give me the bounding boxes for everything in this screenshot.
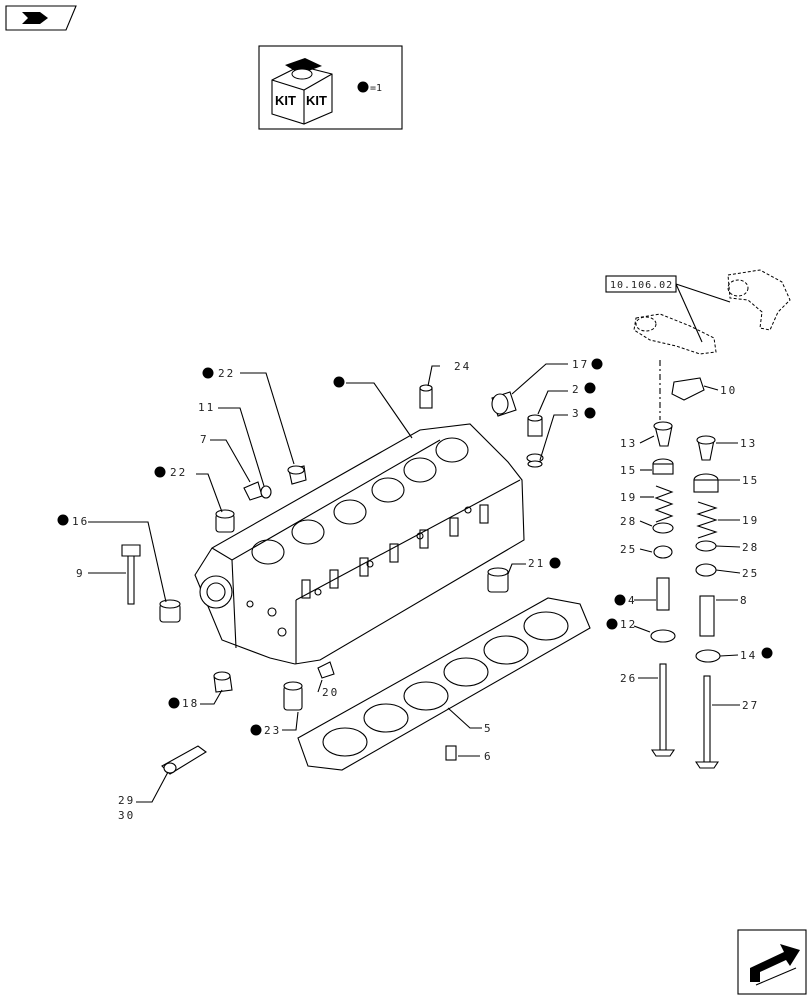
callout-19-right[interactable]: 19 [742,514,759,527]
callout-22a[interactable]: 22 [218,367,235,380]
callout-3[interactable]: 3 [572,407,581,420]
callout-15-left[interactable]: 15 [620,464,637,477]
rocker-arm-assembly [633,269,791,355]
kit-equals: =1 [370,83,382,94]
callout-25-right[interactable]: 25 [742,567,759,580]
callout-8[interactable]: 8 [740,594,749,607]
callout-9[interactable]: 9 [76,567,85,580]
leader-lines [88,363,741,803]
callout-27[interactable]: 27 [742,699,759,712]
callout-30[interactable]: 30 [118,809,135,822]
callout-13-left[interactable]: 13 [620,437,637,450]
callout-15-right[interactable]: 15 [742,474,759,487]
callout-18[interactable]: 18 [182,697,199,710]
forward-nav-icon[interactable] [737,929,807,995]
kit-legend: KIT KIT =1 [258,45,403,130]
callout-26[interactable]: 26 [620,672,637,685]
kit-dot-icon [357,81,369,93]
callout-11[interactable]: 11 [198,401,215,414]
head-gasket [297,597,591,771]
callout-7[interactable]: 7 [200,433,209,446]
kit-label-right: KIT [306,93,327,108]
cylinder-head [194,423,525,665]
callout-10[interactable]: 10 [720,384,737,397]
callout-2[interactable]: 2 [572,383,581,396]
callout-4[interactable]: 4 [628,594,637,607]
callout-6[interactable]: 6 [484,750,493,763]
callout-28-left[interactable]: 28 [620,515,637,528]
valve-train-parts [650,377,721,769]
ref-box[interactable]: 10.106.02 [605,275,677,293]
ref-box-label: 10.106.02 [610,280,673,291]
small-parts [121,384,544,775]
callout-12[interactable]: 12 [620,618,637,631]
callout-5[interactable]: 5 [484,722,493,735]
callout-23[interactable]: 23 [264,724,281,737]
callout-14[interactable]: 14 [740,649,757,662]
kit-bullets [57,358,773,736]
callout-29[interactable]: 29 [118,794,135,807]
callout-16[interactable]: 16 [72,515,89,528]
kit-box-icon: KIT KIT [271,58,333,125]
callout-19-left[interactable]: 19 [620,491,637,504]
callout-20[interactable]: 20 [322,686,339,699]
callout-24[interactable]: 24 [454,360,471,373]
callout-17[interactable]: 17 [572,358,589,371]
callout-21[interactable]: 21 [528,557,545,570]
callout-13-right[interactable]: 13 [740,437,757,450]
kit-label-left: KIT [275,93,296,108]
callout-labels: 22 11 7 22 16 9 24 17 2 3 21 18 20 23 5 … [72,358,759,822]
callout-22b[interactable]: 22 [170,466,187,479]
callout-25-left[interactable]: 25 [620,543,637,556]
callout-28-right[interactable]: 28 [742,541,759,554]
back-nav-icon[interactable] [5,5,77,31]
